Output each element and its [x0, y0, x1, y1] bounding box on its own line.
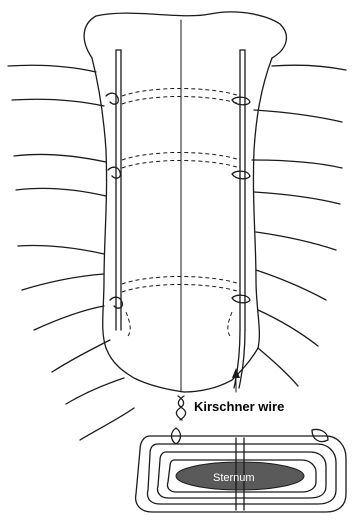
cross-section-inset: [136, 428, 346, 512]
twisted-wire-stub: [176, 396, 185, 420]
wire-knots-left: [106, 93, 122, 308]
kirschner-wire-left: [116, 50, 121, 330]
left-ribs: [8, 65, 134, 440]
right-ribs: [252, 65, 346, 386]
kirschner-wire-label: Kirschner wire: [194, 399, 284, 414]
sternum-label: Sternum: [213, 472, 255, 484]
sternum-outline: [84, 12, 286, 392]
kirschner-wire-right: [240, 50, 245, 330]
wire-loops-right: [232, 97, 250, 303]
